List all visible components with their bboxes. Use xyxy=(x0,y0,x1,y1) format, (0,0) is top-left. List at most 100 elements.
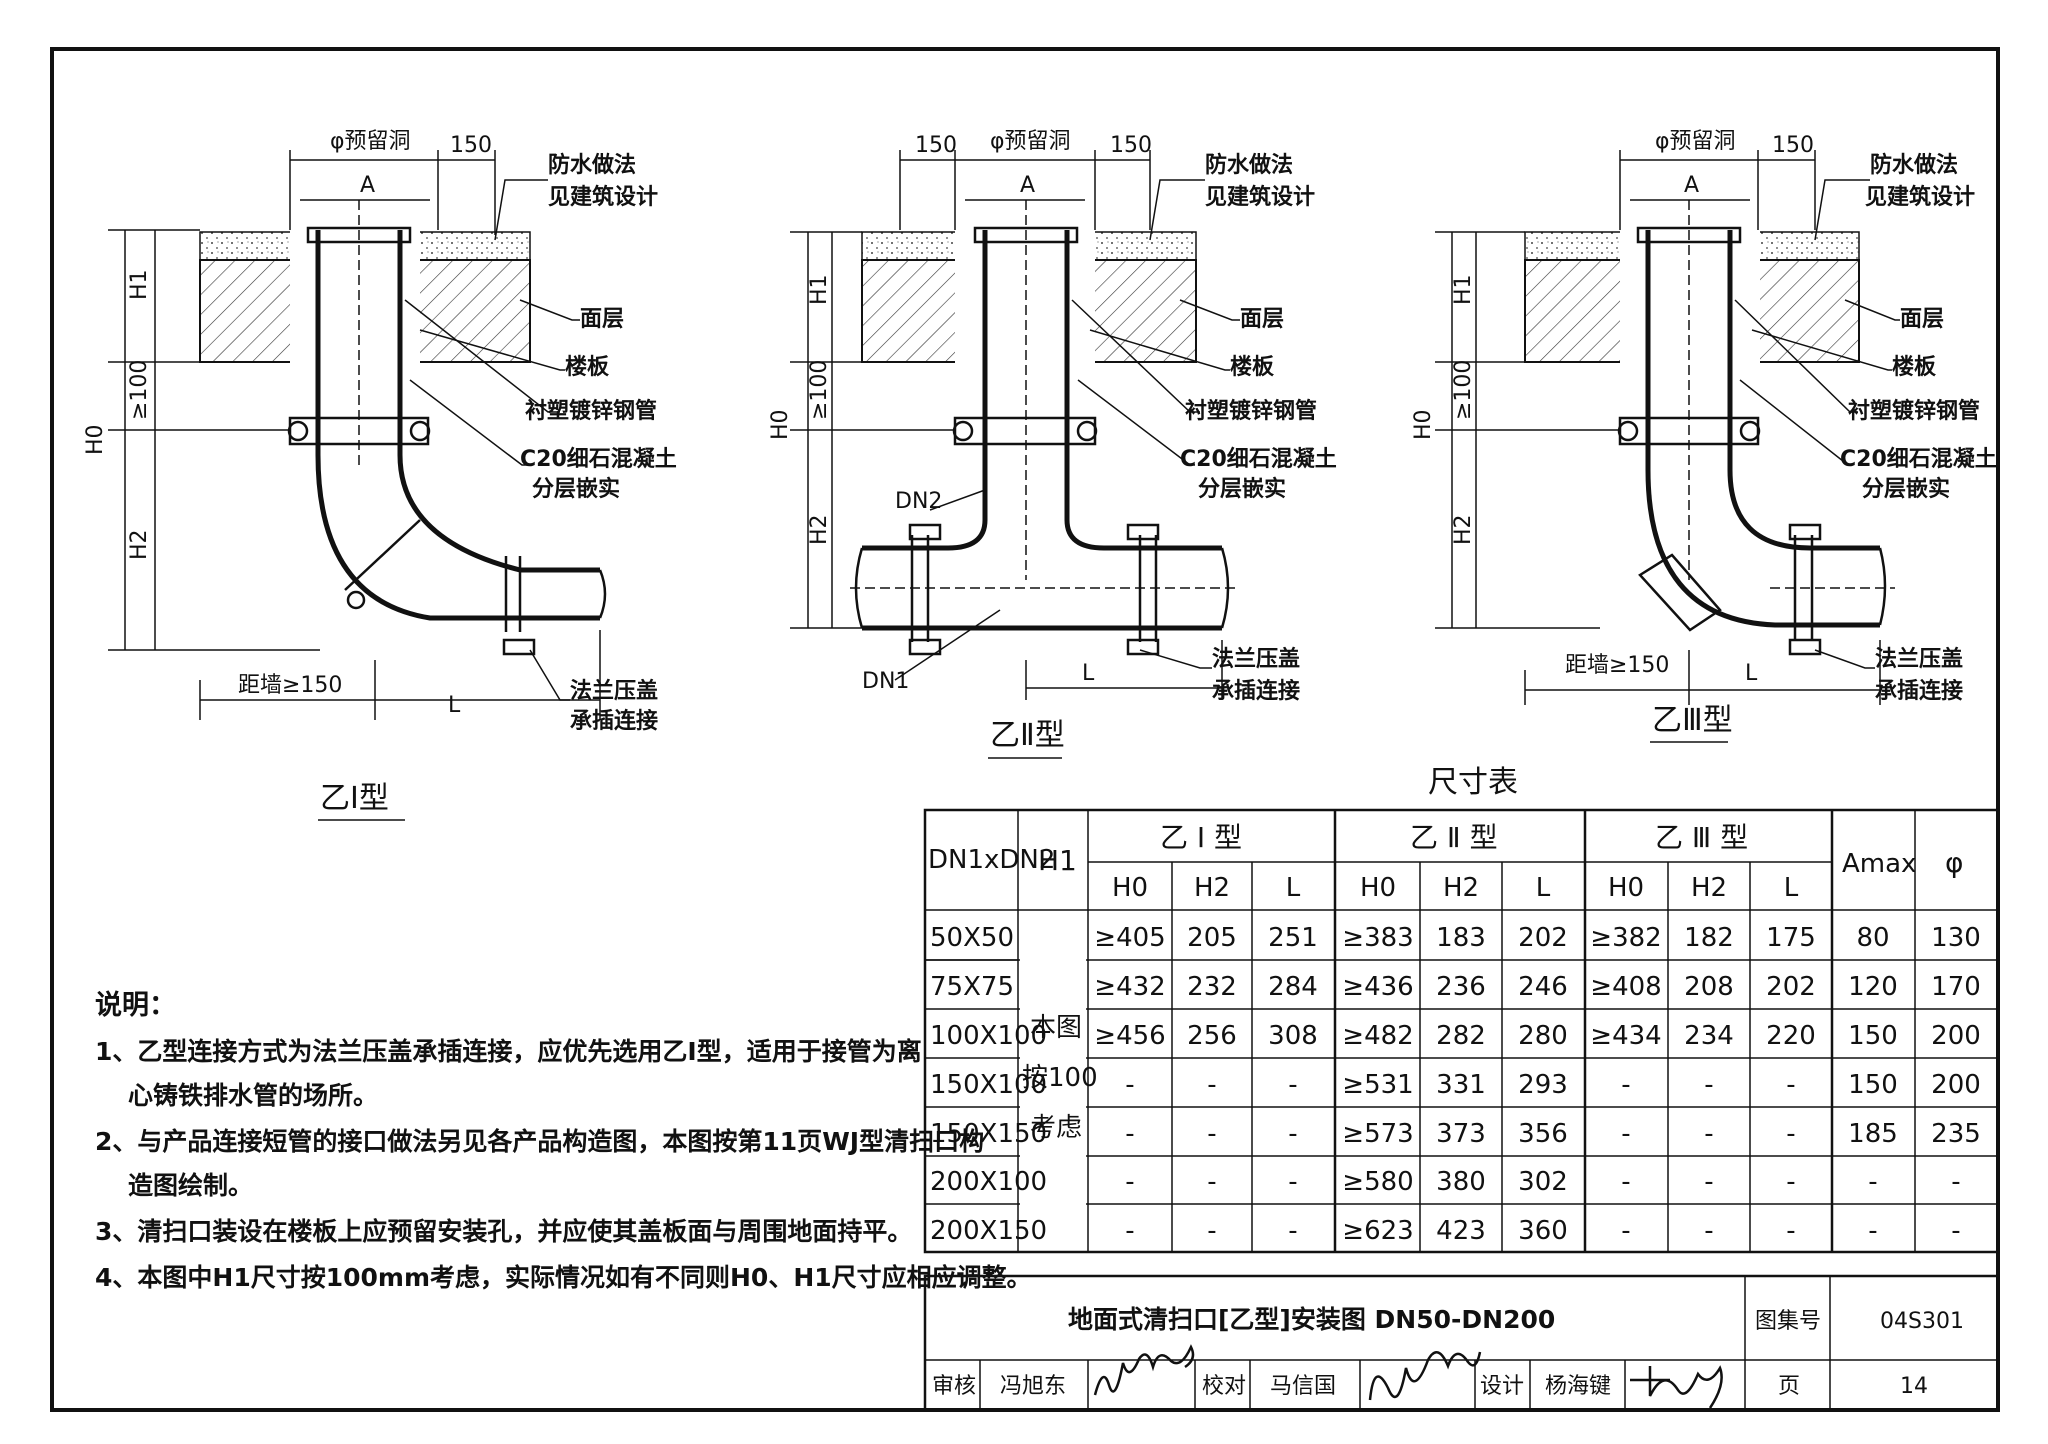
label-concrete-note: 分层嵌实 xyxy=(532,476,620,502)
table-cell: 356 xyxy=(1518,1119,1568,1149)
table-title: 尺寸表 xyxy=(1428,765,1518,800)
atlas-label: 图集号 xyxy=(1755,1309,1821,1334)
table-cell: 280 xyxy=(1518,1021,1568,1051)
table-cell: 293 xyxy=(1518,1070,1568,1100)
table-cell: 360 xyxy=(1518,1216,1568,1246)
table-cell-dn: 100X100 xyxy=(930,1021,1047,1051)
table-cell: 202 xyxy=(1766,972,1816,1002)
table-cell: 302 xyxy=(1518,1167,1568,1197)
label-waterproof-note: 见建筑设计 xyxy=(1205,184,1315,210)
table-cell: ≥623 xyxy=(1342,1216,1413,1246)
table-cell: ≥531 xyxy=(1342,1070,1413,1100)
label-waterproof-note: 见建筑设计 xyxy=(1865,184,1975,210)
dim-a: A xyxy=(1020,173,1035,198)
table-cell: 282 xyxy=(1436,1021,1486,1051)
label-flange: 法兰压盖 xyxy=(1875,646,1963,672)
dim-ge100: ≥100 xyxy=(1451,360,1476,420)
group-header-1: 乙 Ⅰ 型 xyxy=(1160,821,1242,854)
dim-h0: H0 xyxy=(768,409,793,440)
sub-header-g2-l: L xyxy=(1536,873,1551,903)
label-socket: 承插连接 xyxy=(570,708,658,734)
table-cell-phi: - xyxy=(1951,1216,1960,1246)
figure-type-1: φ预留洞 150 A H1 ≥100 H0 H2 距墙≥150 L 防水做法 见… xyxy=(83,129,677,821)
table-cell: 380 xyxy=(1436,1167,1486,1197)
table-cell: - xyxy=(1786,1167,1795,1197)
table-cell-dn: 200X100 xyxy=(930,1167,1047,1197)
note-line-3: 2、与产品连接短管的接口做法另见各产品构造图，本图按第11页WJ型清扫口构 xyxy=(95,1127,984,1156)
signature-reviewer xyxy=(1093,1344,1195,1396)
note-line-1: 1、乙型连接方式为法兰压盖承插连接，应优先选用乙Ⅰ型，适用于接管为离 xyxy=(95,1037,922,1066)
col-header-phi: φ xyxy=(1945,846,1963,879)
page-number: 14 xyxy=(1900,1374,1928,1399)
dim-dn2: DN2 xyxy=(895,489,942,514)
dim-l: L xyxy=(1745,661,1758,686)
table-cell-phi: 130 xyxy=(1931,923,1981,953)
table-cell-dn: 50X50 xyxy=(930,923,1014,953)
label-surface: 面层 xyxy=(580,307,624,332)
table-cell: 236 xyxy=(1436,972,1486,1002)
label-flange: 法兰压盖 xyxy=(1212,646,1300,672)
table-cell: 284 xyxy=(1268,972,1318,1002)
label-slab: 楼板 xyxy=(1892,355,1937,380)
notes: 说明： 1、乙型连接方式为法兰压盖承插连接，应优先选用乙Ⅰ型，适用于接管为离 心… xyxy=(95,990,1032,1292)
dim-ge100: ≥100 xyxy=(127,360,152,420)
table-cell: - xyxy=(1621,1119,1630,1149)
table-cell: - xyxy=(1621,1216,1630,1246)
table-cell-phi: 235 xyxy=(1931,1119,1981,1149)
table-cell: ≥580 xyxy=(1342,1167,1413,1197)
signature-designer xyxy=(1630,1365,1723,1409)
dim-hole: φ预留洞 xyxy=(330,129,411,154)
review-name: 冯旭东 xyxy=(1000,1374,1066,1399)
sub-header-g1-h2: H2 xyxy=(1194,873,1230,903)
label-socket: 承插连接 xyxy=(1212,678,1300,704)
table-cell-dn: 200X150 xyxy=(930,1216,1047,1246)
table-cell: ≥408 xyxy=(1590,972,1661,1002)
dim-hole: φ预留洞 xyxy=(990,129,1071,154)
page-label: 页 xyxy=(1778,1374,1800,1399)
table-cell: 208 xyxy=(1684,972,1734,1002)
table-cell: - xyxy=(1704,1216,1713,1246)
dim-ge100: ≥100 xyxy=(807,360,832,420)
label-socket: 承插连接 xyxy=(1875,678,1963,704)
label-waterproof: 防水做法 xyxy=(548,152,636,178)
table-cell: - xyxy=(1288,1119,1297,1149)
table-cell: 331 xyxy=(1436,1070,1486,1100)
table-cell: - xyxy=(1621,1070,1630,1100)
label-slab: 楼板 xyxy=(1230,355,1275,380)
table-cell: 220 xyxy=(1766,1021,1816,1051)
table-cell: - xyxy=(1786,1216,1795,1246)
table-cell-dn: 150X100 xyxy=(930,1070,1047,1100)
sub-header-g3-l: L xyxy=(1784,873,1799,903)
table-cell: - xyxy=(1207,1119,1216,1149)
atlas-number: 04S301 xyxy=(1880,1309,1964,1334)
dim-h2: H2 xyxy=(1451,514,1476,545)
dim-h0: H0 xyxy=(1411,409,1436,440)
review-label: 审核 xyxy=(932,1374,976,1399)
table-cell: - xyxy=(1704,1167,1713,1197)
table-cell: 175 xyxy=(1766,923,1816,953)
note-line-5: 3、清扫口装设在楼板上应预留安装孔，并应使其盖板面与周围地面持平。 xyxy=(95,1217,912,1246)
table-cell: - xyxy=(1786,1119,1795,1149)
table-cell: - xyxy=(1288,1167,1297,1197)
note-line-6: 4、本图中H1尺寸按100mm考虑，实际情况如有不同则H0、H1尺寸应相应调整。 xyxy=(95,1263,1032,1292)
table-cell: - xyxy=(1704,1070,1713,1100)
signature-checker xyxy=(1368,1351,1482,1401)
h1-note-line-2: 按100 xyxy=(1022,1063,1098,1093)
drawing-title: 地面式清扫口[乙型]安装图 DN50-DN200 xyxy=(1068,1305,1555,1334)
figure-type-2: φ预留洞 150 150 A H1 ≥100 H0 H2 DN2 DN1 L 防… xyxy=(768,129,1337,759)
table-cell-amax: 120 xyxy=(1848,972,1898,1002)
table-cell-dn: 75X75 xyxy=(930,972,1014,1002)
design-name: 杨海键 xyxy=(1545,1374,1611,1399)
h1-note-line-3: 考虑 xyxy=(1030,1113,1082,1143)
dim-150: 150 xyxy=(450,133,492,158)
dim-h1: H1 xyxy=(807,274,832,305)
h1-note-line-1: 本图 xyxy=(1030,1013,1082,1043)
table-cell: - xyxy=(1207,1167,1216,1197)
table-cell: - xyxy=(1125,1119,1134,1149)
label-waterproof-note: 见建筑设计 xyxy=(548,184,658,210)
table-cell: 246 xyxy=(1518,972,1568,1002)
table-cell: - xyxy=(1704,1119,1713,1149)
table-cell: ≥382 xyxy=(1590,923,1661,953)
sub-header-g3-h0: H0 xyxy=(1608,873,1644,903)
